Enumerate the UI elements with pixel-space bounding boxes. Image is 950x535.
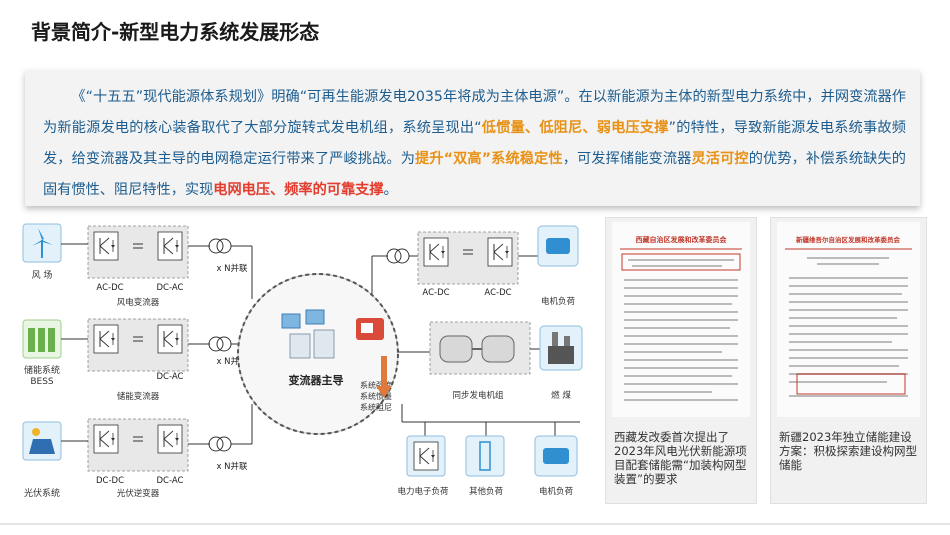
battery-source: 储能系统 BESS	[22, 319, 62, 387]
document-header: 西藏自治区发展和改革委员会	[636, 235, 728, 244]
source-label-storage: 储能系统	[24, 364, 60, 376]
stage-dc-ac: DC-AC	[157, 283, 184, 293]
power-system-diagram: 风 场 储能系统 BESS 光伏系统 AC-DC DC-AC 风电变流器 DC-…	[22, 223, 583, 499]
intro-text-box: 《“十五五”现代能源体系规划》明确“可再生能源发电2035年将成为主体电源”。在…	[25, 70, 920, 206]
intro-highlight: 提升“双高”系统稳定性	[415, 151, 563, 167]
tibet-document-image: 西藏自治区发展和改革委员会	[612, 222, 750, 417]
motor-load-bottom: 电机负荷	[534, 435, 578, 497]
source-label-bess: BESS	[30, 377, 54, 387]
page-title: 背景简介-新型电力系统发展形态	[31, 20, 320, 44]
bottom-load-bus	[401, 404, 580, 436]
wind-converter: AC-DC DC-AC 风电变流器	[61, 226, 188, 308]
pv-inverter: DC-DC DC-AC 光伏逆变器	[61, 419, 188, 499]
coal-plant: 燃 煤	[539, 325, 583, 401]
intro-highlight: 低惯量、低阻尼、弱电压支撑	[481, 120, 669, 136]
coal-label: 燃 煤	[551, 390, 571, 401]
intro-segment: 《“十五五”现代能源体系规划》明确“可再生能源发电2035年将成为主体电源”。在…	[43, 89, 906, 136]
generator-label: 同步发电机组	[452, 390, 504, 401]
stage-dc-ac: DC-AC	[157, 372, 184, 382]
stage-dc-dc: DC-DC	[96, 476, 124, 486]
intro-segment: 。	[383, 182, 398, 198]
load-converter-top: AC-DC AC-DC	[371, 232, 538, 298]
load-label-motor: 电机负荷	[539, 486, 574, 497]
intro-highlight: 灵活可控	[691, 151, 749, 167]
center-note-strength: 系统强度	[360, 380, 392, 390]
footer-divider	[0, 523, 950, 525]
intro-segment: ”的特性，导致新能源发电系统事故频发，给变流器及其主导的电网稳定运行带来了严峻挑…	[43, 120, 906, 167]
load-label-other: 其他负荷	[469, 486, 504, 497]
motor-load-top: 电机负荷	[537, 225, 579, 307]
policy-documents: 西藏自治区发展和改革委员会 西藏发改委首次提出了2023年风电光伏新能源项目配套…	[605, 217, 935, 504]
pv-source: 光伏系统	[22, 421, 62, 499]
source-label-wind: 风 场	[32, 270, 53, 281]
converter-label-wind: 风电变流器	[117, 297, 160, 308]
load-label-power-electronic: 电力电子负荷	[397, 486, 449, 497]
xinjiang-document-image: 新疆维吾尔自治区发展和改革委员会	[777, 222, 920, 417]
stage-ac-dc: AC-DC	[484, 288, 511, 298]
center-note-inertia: 系统惯量	[360, 391, 392, 401]
stage-ac-dc: AC-DC	[96, 283, 123, 293]
xinjiang-document-card: 新疆维吾尔自治区发展和改革委员会 新疆2023年独立储能建设方案：积极探索建设构…	[770, 217, 927, 504]
center-grid: 变流器主导 系统强度 系统惯量 系统阻尼	[237, 273, 399, 435]
intro-highlight-red: 电网电压、频率的可靠支撑	[213, 182, 384, 198]
center-label: 变流器主导	[289, 373, 344, 387]
other-load: 其他负荷	[465, 435, 505, 497]
xinjiang-document-caption: 新疆2023年独立储能建设方案：积极探索建设构网型储能	[779, 430, 917, 472]
intro-segment: ，可发挥储能变流器	[562, 151, 692, 167]
parallel-label: x N并联	[216, 263, 248, 274]
parallel-label: x N并联	[216, 461, 248, 472]
storage-converter: DC-AC 储能变流器	[61, 319, 188, 402]
document-header: 新疆维吾尔自治区发展和改革委员会	[796, 235, 901, 244]
parallel-label: x N并联	[216, 356, 248, 367]
intro-paragraph: 《“十五五”现代能源体系规划》明确“可再生能源发电2035年将成为主体电源”。在…	[25, 70, 920, 206]
stage-dc-ac: DC-AC	[157, 476, 184, 486]
tibet-document-card: 西藏自治区发展和改革委员会 西藏发改委首次提出了2023年风电光伏新能源项目配套…	[605, 217, 757, 504]
power-electronic-load: 电力电子负荷	[397, 435, 449, 497]
load-label-motor: 电机负荷	[541, 296, 576, 307]
wind-source: 风 场	[22, 223, 62, 281]
intro-segment: 的优势，补偿系统缺失的固有惯性、阻尼特性，实现	[43, 151, 906, 198]
converter-label-pv: 光伏逆变器	[117, 488, 160, 499]
source-label-pv: 光伏系统	[24, 487, 60, 499]
stage-ac-dc: AC-DC	[422, 288, 449, 298]
left-connections: x N并联 x N并联 x N并联	[188, 238, 253, 472]
center-note-damping: 系统阻尼	[360, 402, 392, 412]
synchronous-generator: 同步发电机组	[398, 321, 540, 401]
tibet-document-caption: 西藏发改委首次提出了2023年风电光伏新能源项目配套储能需“加装构网型装置”的要…	[614, 430, 747, 486]
converter-label-storage: 储能变流器	[117, 391, 160, 402]
